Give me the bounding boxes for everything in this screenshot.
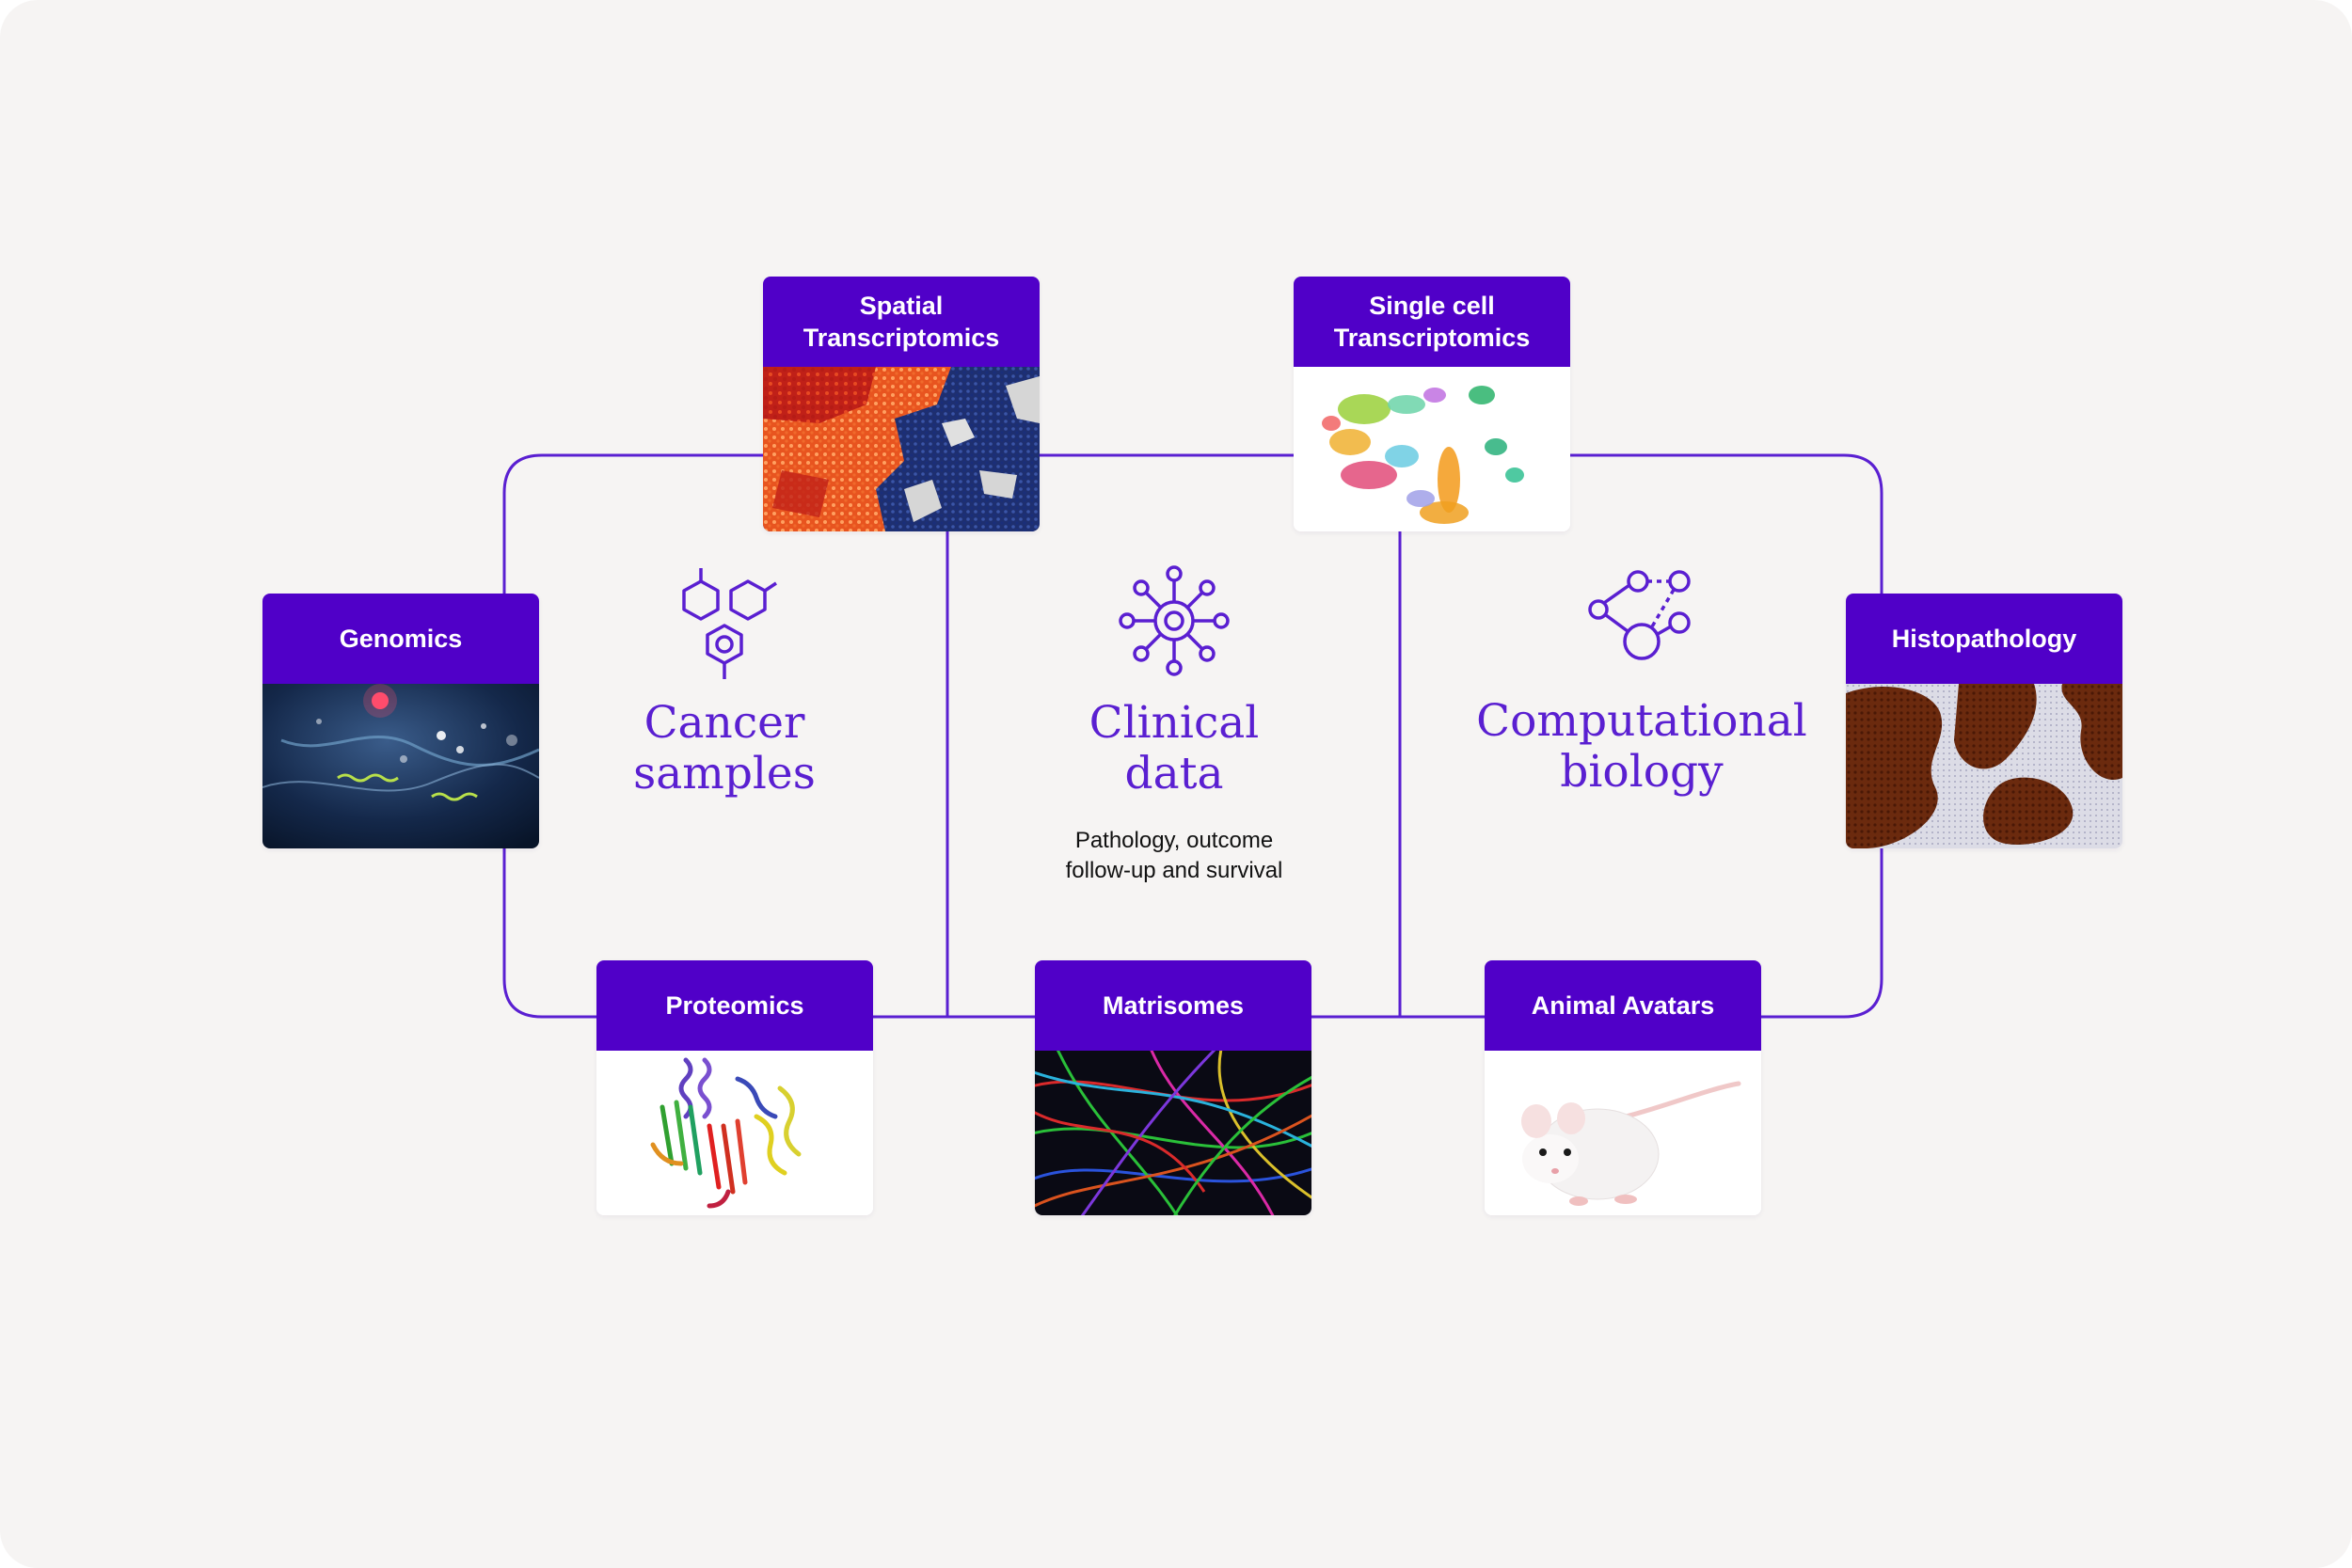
- hub-subtitle-line: Pathology, outcome: [1074, 828, 1274, 853]
- card-title-line: Matrisomes: [1102, 991, 1245, 1020]
- card-title-line: Transcriptomics: [1333, 324, 1531, 352]
- card-histopathology[interactable]: Histopathology: [1846, 594, 2122, 848]
- hexagon-molecule-icon: [682, 568, 777, 679]
- card-header: Spatial Transcriptomics: [763, 277, 1040, 367]
- card-title-line: Spatial: [859, 292, 944, 320]
- hub-subtitle: Pathology, outcome follow-up and surviva…: [1033, 826, 1315, 886]
- hub-title-line: data: [1124, 748, 1224, 800]
- genomics-image: [262, 684, 539, 848]
- card-header: Animal Avatars: [1485, 960, 1761, 1051]
- card-animal-avatars[interactable]: Animal Avatars: [1485, 960, 1761, 1215]
- card-title-line: Transcriptomics: [803, 324, 1000, 352]
- single-cell-umap-image: [1294, 367, 1570, 531]
- card-single-cell-transcriptomics[interactable]: Single cell Transcriptomics: [1294, 277, 1570, 531]
- card-genomics[interactable]: Genomics: [262, 594, 539, 848]
- card-header: Matrisomes: [1035, 960, 1311, 1051]
- protein-structure-image: [596, 1051, 873, 1215]
- hub-title-line: Computational: [1476, 695, 1807, 747]
- card-spatial-transcriptomics[interactable]: Spatial Transcriptomics: [763, 277, 1040, 531]
- hub-cancer-samples: Cancer samples: [583, 564, 866, 800]
- matrisome-fibers-image: [1035, 1051, 1311, 1215]
- card-title-line: Proteomics: [665, 991, 804, 1020]
- card-title-line: Animal Avatars: [1531, 991, 1715, 1020]
- hub-computational-biology: Computational biology: [1454, 564, 1830, 798]
- card-title-line: Single cell: [1369, 292, 1495, 320]
- white-mouse-image: [1485, 1051, 1761, 1215]
- spatial-transcriptomics-image: [763, 367, 1040, 531]
- hub-title-line: samples: [633, 748, 816, 800]
- hub-title: Computational biology: [1454, 696, 1830, 798]
- card-title-line: Histopathology: [1891, 625, 2077, 653]
- histopathology-image: [1846, 684, 2122, 848]
- graph-nodes-icon: [1588, 570, 1691, 660]
- hub-title-line: Clinical: [1089, 697, 1260, 749]
- card-proteomics[interactable]: Proteomics: [596, 960, 873, 1215]
- card-matrisomes[interactable]: Matrisomes: [1035, 960, 1311, 1215]
- card-header: Single cell Transcriptomics: [1294, 277, 1570, 367]
- network-node-icon: [1119, 565, 1230, 676]
- hub-clinical-data: Clinical data Pathology, outcome follow-…: [1033, 564, 1315, 886]
- hub-title: Cancer samples: [583, 698, 866, 800]
- card-header: Genomics: [262, 594, 539, 684]
- hub-title-line: Cancer: [644, 697, 805, 749]
- card-header: Proteomics: [596, 960, 873, 1051]
- card-title-line: Genomics: [339, 625, 463, 653]
- card-header: Histopathology: [1846, 594, 2122, 684]
- hub-title: Clinical data: [1033, 698, 1315, 800]
- hub-subtitle-line: follow-up and survival: [1065, 858, 1283, 883]
- hub-title-line: biology: [1560, 746, 1724, 798]
